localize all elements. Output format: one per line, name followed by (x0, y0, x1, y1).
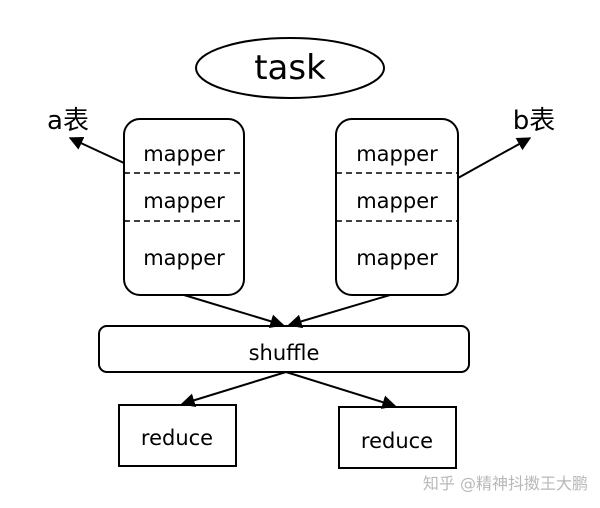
shuffle-label: shuffle (248, 341, 320, 365)
task-label: task (254, 48, 326, 88)
left-mapper-2: mapper (143, 189, 225, 213)
arrow-shuffle-to-reduce-right (285, 371, 397, 409)
arrow-right-mapper-to-shuffle (287, 294, 391, 329)
a-table-label: a表 (47, 105, 89, 136)
task-node (195, 37, 385, 99)
watermark-text: 知乎 @精神抖擞王大鹏 (422, 474, 588, 493)
left-mapper-3: mapper (143, 246, 225, 270)
arrow-left-mapper-to-a-table (68, 136, 125, 164)
arrow-right-mapper-to-b-table (457, 137, 532, 179)
right-mapper-2: mapper (356, 189, 438, 213)
left-mapper-1: mapper (143, 142, 225, 166)
right-mapper-group (335, 118, 459, 296)
arrow-shuffle-to-reduce-left (180, 371, 287, 407)
b-table-label: b表 (512, 105, 556, 136)
right-mapper-1: mapper (356, 142, 438, 166)
reduce-node-right (338, 406, 457, 469)
right-mapper-3: mapper (356, 246, 438, 270)
reduce-label-right: reduce (360, 429, 434, 453)
arrow-left-mapper-to-shuffle (183, 294, 285, 329)
reduce-label-left: reduce (140, 426, 214, 450)
reduce-node-left (118, 404, 237, 467)
